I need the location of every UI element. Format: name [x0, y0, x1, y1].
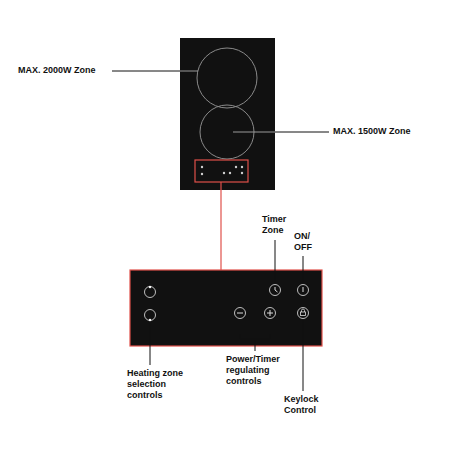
plus-button [265, 308, 276, 319]
leader-line [233, 132, 275, 133]
zone-select-icon [145, 287, 156, 298]
control-panel [130, 270, 322, 346]
minus-button [235, 308, 246, 319]
control-dot [223, 172, 225, 174]
leader-line [303, 256, 304, 283]
power-button [298, 285, 309, 296]
lock-body [301, 312, 306, 316]
zone-select-dot [149, 286, 151, 288]
leader-line [275, 132, 329, 133]
control-dot [241, 172, 243, 174]
control-dot [201, 173, 203, 175]
leader-line [180, 71, 198, 72]
leader-line [150, 323, 151, 365]
control-dot [201, 166, 203, 168]
bracket [240, 334, 270, 339]
callout-label: MAX. 2000W Zone [18, 65, 96, 76]
control-dot [235, 166, 237, 168]
minus-symbol [237, 313, 243, 314]
plus-symbol [270, 310, 271, 316]
callout-label: Heating zone selection controls [127, 368, 197, 401]
heating-zone-ring [197, 48, 257, 108]
callout-label: ON/ OFF [294, 231, 316, 253]
leader-line [255, 339, 256, 351]
timer-button [270, 285, 281, 296]
power-symbol [303, 287, 304, 292]
control-dot [241, 166, 243, 168]
zone-select-dot [149, 319, 151, 321]
control-dot [229, 172, 231, 174]
keylock-button [298, 308, 309, 319]
lock-shackle [302, 309, 305, 312]
callout-label: MAX. 1500W Zone [333, 126, 411, 137]
control-strip-highlight [195, 160, 248, 182]
leader-line [275, 240, 276, 283]
callout-label: Power/Timer regulating controls [226, 354, 288, 387]
cooktop-glass [180, 38, 275, 190]
leader-line [112, 71, 180, 72]
zoom-line [220, 182, 221, 270]
callout-label: Keylock Control [284, 394, 332, 416]
clock-hands [275, 287, 278, 292]
leader-line [303, 320, 304, 391]
zone-select-icon [145, 310, 156, 321]
